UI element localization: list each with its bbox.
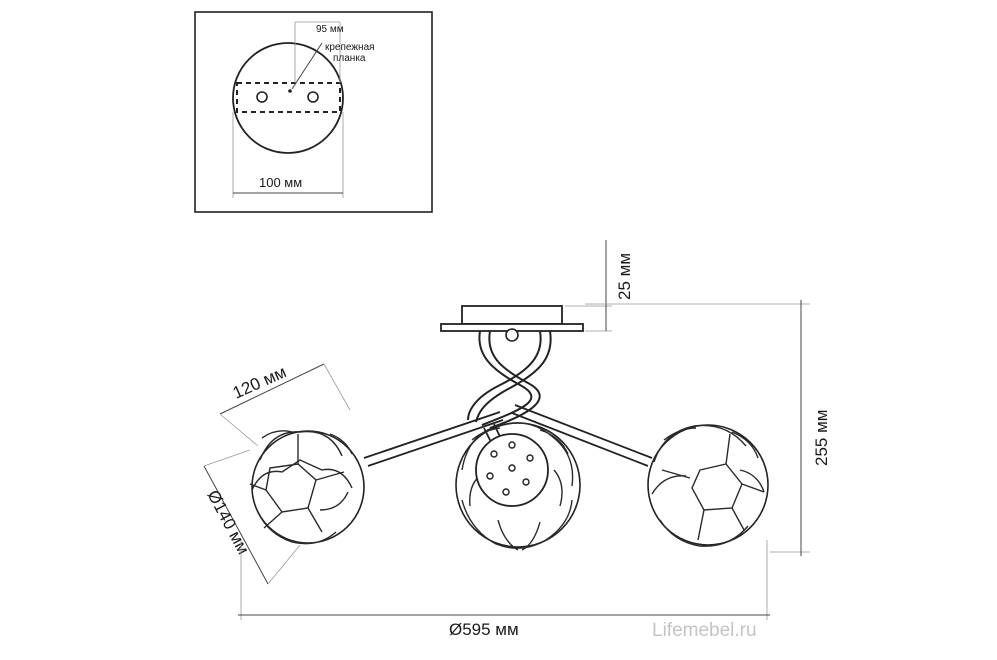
plate-hole-left [256, 91, 268, 103]
twisted-stem [467, 330, 552, 429]
base-diameter-label: 100 мм [259, 175, 302, 190]
socket-hole [508, 441, 516, 449]
mounting-base-inset: 95 мм крепежная планка 100 мм [194, 11, 433, 213]
canopy-height-label: 25 мм [615, 253, 634, 300]
socket-hole [502, 488, 510, 496]
shade-left [249, 430, 365, 545]
plate-width-label: 95 мм [316, 24, 344, 35]
dimension-canopy-height: 25 мм [565, 240, 634, 332]
plate-center-dot [288, 89, 292, 93]
total-diameter-label: Ø595 мм [449, 620, 519, 639]
shade-right [647, 424, 769, 547]
base-circle [232, 42, 344, 154]
socket-hole [522, 478, 530, 486]
dimension-total-diameter: Ø595 мм [238, 540, 770, 639]
plate-name-label-line1: крепежная [325, 42, 375, 53]
canopy-nut [505, 328, 519, 342]
plate-hole-right [307, 91, 319, 103]
plate-name-label-line2: планка [333, 53, 366, 64]
center-socket-plate [475, 433, 549, 507]
mounting-plate [236, 82, 341, 113]
shade-width-label: 120 мм [230, 362, 289, 402]
socket-hole [526, 454, 534, 462]
inset-frame [194, 11, 433, 213]
socket-hole [486, 472, 494, 480]
socket-hole [490, 450, 498, 458]
total-height-label: 255 мм [812, 410, 831, 466]
lamp-body [249, 305, 769, 551]
socket-hole [508, 464, 516, 472]
canopy-cup [461, 305, 563, 325]
shade-diameter-label: Ø140 мм [203, 487, 252, 557]
watermark-text: Lifemebel.ru [652, 620, 757, 641]
shade-center [455, 422, 581, 551]
dimension-total-height: 255 мм [585, 300, 831, 556]
